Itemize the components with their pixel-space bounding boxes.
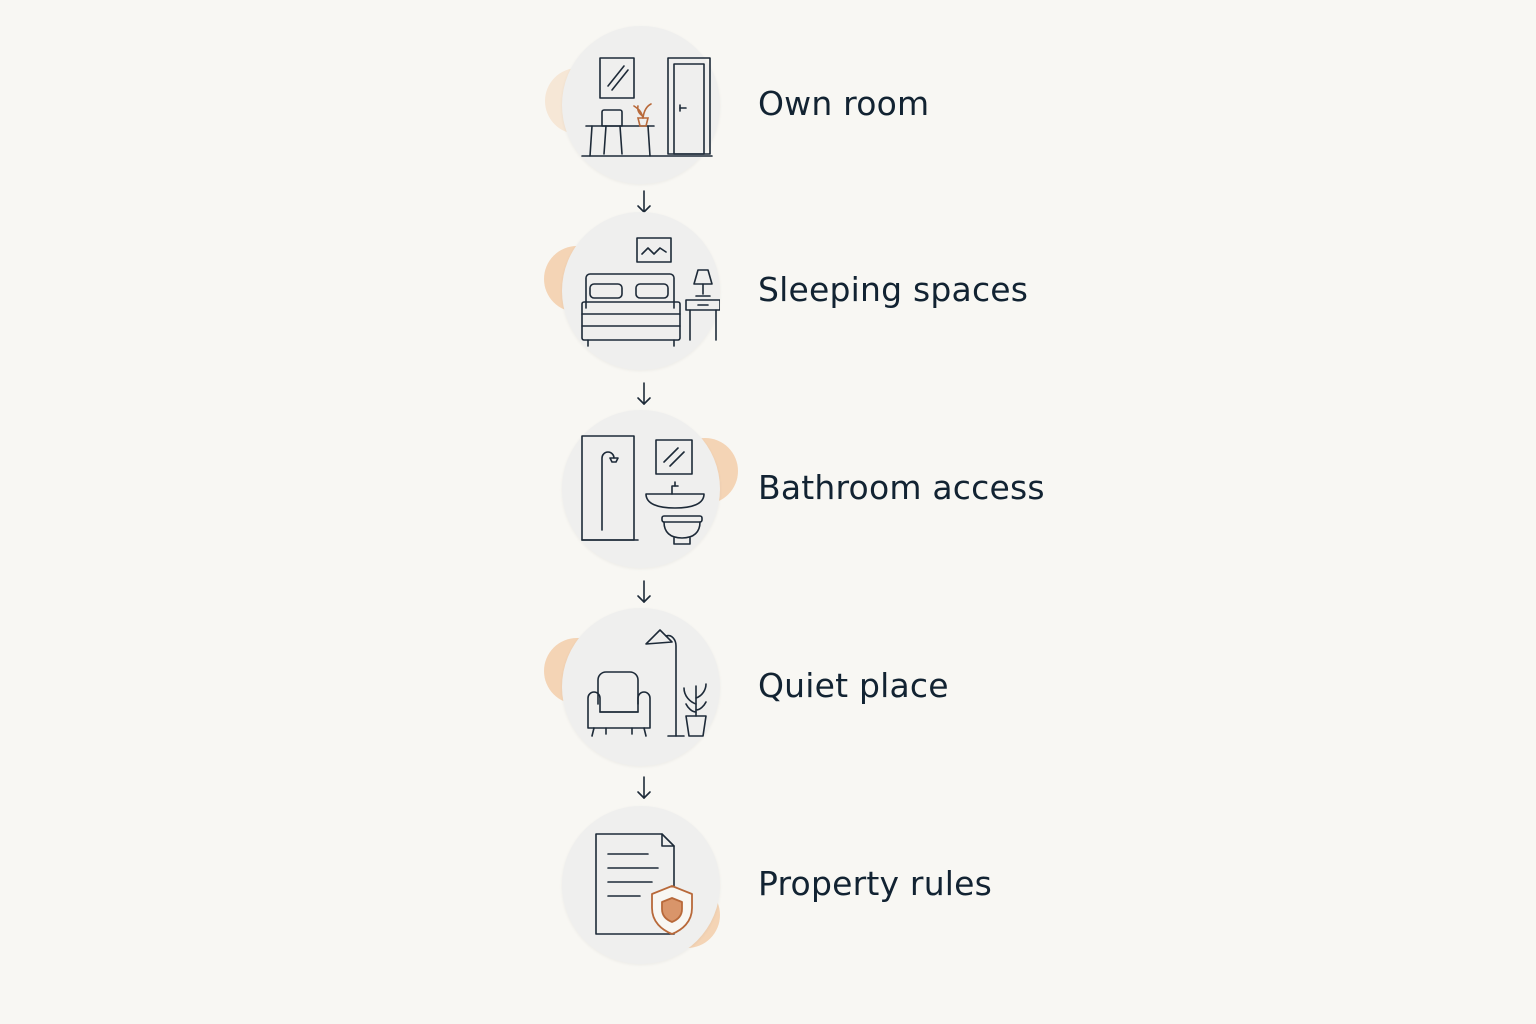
step-label: Quiet place xyxy=(758,666,949,705)
step-label: Own room xyxy=(758,84,930,123)
step-icon-wrap xyxy=(540,404,740,574)
icon-circle xyxy=(562,806,720,964)
step-sleeping-spaces: Sleeping spaces xyxy=(540,206,1140,376)
step-label: Property rules xyxy=(758,864,993,903)
icon-circle xyxy=(562,26,720,184)
step-label: Sleeping spaces xyxy=(758,270,1029,309)
armchair-lamp-plant-icon xyxy=(587,629,707,737)
step-icon-wrap xyxy=(540,602,740,772)
step-bathroom-access: Bathroom access xyxy=(540,404,1140,574)
bathroom-shower-sink-toilet-icon xyxy=(581,435,705,545)
step-icon-wrap xyxy=(540,206,740,376)
step-own-room: Own room xyxy=(540,20,1140,190)
step-label: Bathroom access xyxy=(758,468,1045,507)
down-arrow-icon xyxy=(637,382,651,405)
step-icon-wrap xyxy=(540,800,740,970)
document-with-shield-icon xyxy=(595,833,693,935)
down-arrow-icon xyxy=(637,776,651,799)
bed-with-nightstand-icon xyxy=(581,237,720,347)
down-arrow-icon xyxy=(637,580,651,603)
step-property-rules: Property rules xyxy=(540,800,1140,970)
room-with-desk-and-door-icon xyxy=(581,57,713,157)
step-icon-wrap xyxy=(540,20,740,190)
icon-circle xyxy=(562,608,720,766)
step-quiet-place: Quiet place xyxy=(540,602,1140,772)
